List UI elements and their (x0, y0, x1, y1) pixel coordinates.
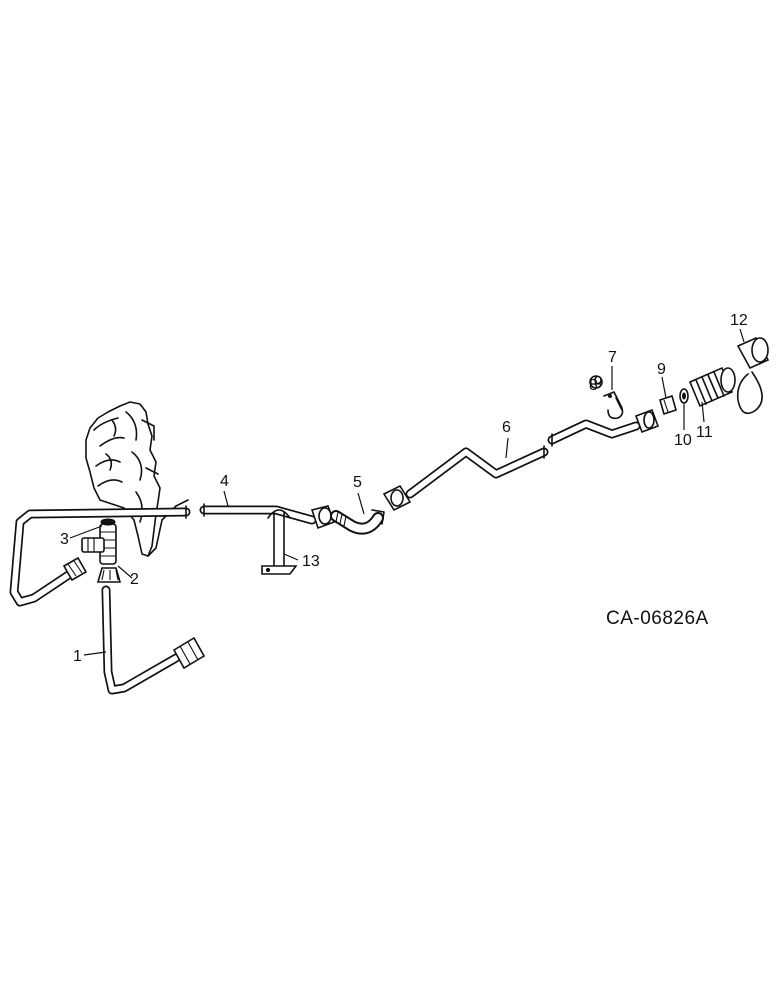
callout-labels: 1 2 3 4 5 6 7 8 9 10 11 12 13 (60, 312, 748, 665)
o-ring (679, 388, 689, 404)
pipe-6-extension (547, 419, 641, 447)
reference-code: CA-06826A (606, 608, 709, 629)
callout-10: 10 (674, 432, 692, 449)
spacer (589, 375, 603, 389)
pipe-6-fitting-nut (382, 484, 412, 512)
pipe-4-fitting (310, 505, 336, 530)
dust-cap (736, 336, 770, 415)
hose-clip (603, 391, 624, 420)
tee-fitting (81, 518, 122, 583)
callout-9: 9 (657, 361, 666, 378)
callout-8: 8 (589, 377, 598, 394)
callout-1: 1 (73, 648, 82, 665)
mounting-bracket (261, 509, 298, 575)
quick-coupler (688, 366, 736, 408)
callout-3: 3 (60, 531, 69, 548)
pipe-1 (101, 585, 181, 695)
pipe-6 (405, 445, 549, 499)
callout-7: 7 (608, 349, 617, 366)
callout-2: 2 (130, 571, 139, 588)
pipe-3 (9, 505, 191, 607)
hose-5 (330, 509, 385, 535)
callout-5: 5 (353, 474, 362, 491)
pipe-3-fitting-nut (62, 556, 88, 582)
pipe-4 (199, 503, 317, 525)
callout-12: 12 (730, 312, 748, 329)
valve-housing (85, 401, 189, 557)
pipe-1-fitting-nut (172, 636, 206, 670)
leader-lines (69, 328, 745, 656)
callout-11: 11 (696, 424, 713, 441)
pipe-end-nut (634, 408, 660, 434)
callout-4: 4 (220, 473, 229, 490)
adapter (659, 394, 677, 416)
callout-13: 13 (302, 553, 320, 570)
callout-6: 6 (502, 419, 511, 436)
